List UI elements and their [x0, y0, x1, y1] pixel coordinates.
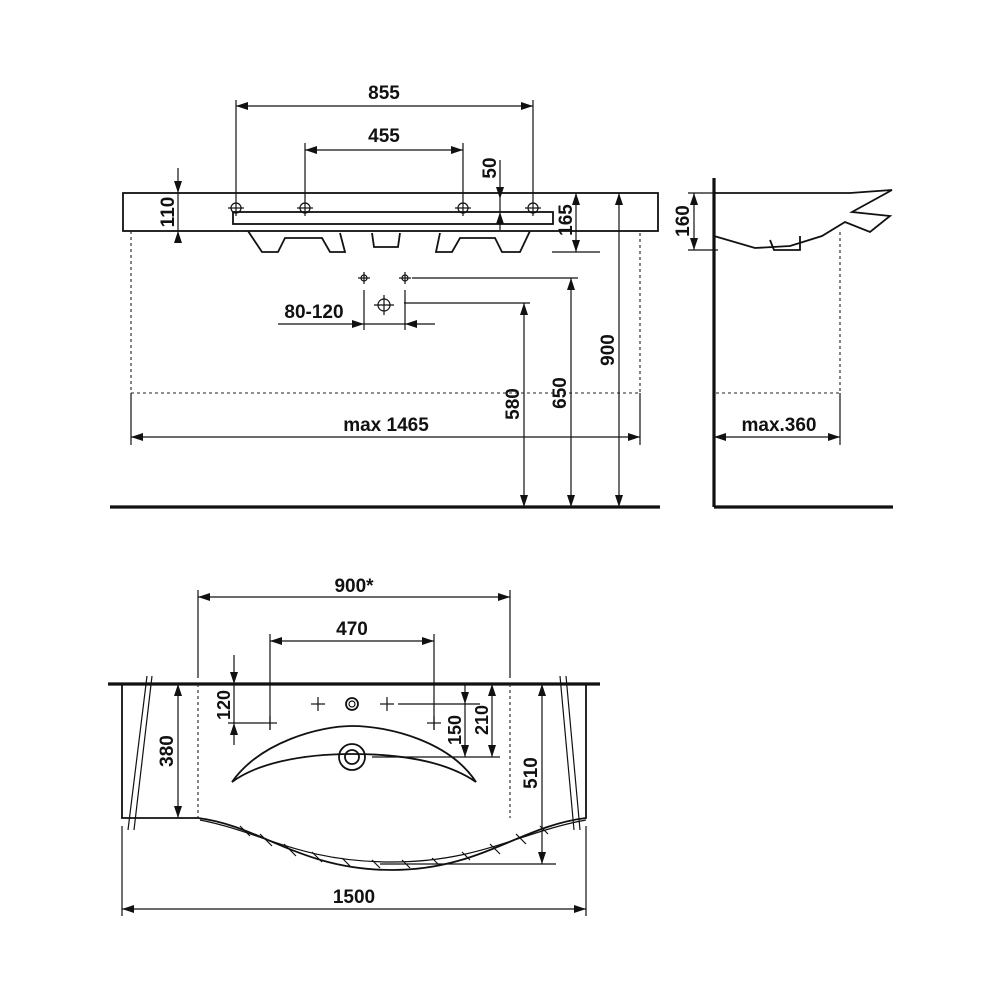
tap-hole-markers	[228, 200, 541, 216]
dim-120: 120	[214, 690, 234, 720]
basin-top-channel	[232, 211, 554, 225]
dim-150: 150	[445, 715, 465, 745]
dim-510: 510	[521, 757, 542, 789]
top-bowl-opening	[231, 725, 477, 783]
dim-855: 855	[368, 83, 400, 104]
front-view: 855 455 50 110 165	[110, 83, 660, 509]
dim-165: 165	[556, 204, 577, 236]
break-line-right	[559, 675, 581, 831]
dim-max-1465: max 1465	[343, 415, 429, 436]
dim-470: 470	[336, 619, 368, 640]
top-cabinet-outline	[197, 684, 511, 818]
drain-marker	[374, 295, 394, 315]
dim-210: 210	[472, 705, 492, 735]
dim-650: 650	[550, 377, 571, 409]
dim-50: 50	[480, 157, 501, 178]
dim-900-star: 900*	[334, 576, 374, 597]
dim-max-360: max.360	[741, 415, 816, 436]
top-tap-hole	[345, 697, 359, 711]
dim-1500: 1500	[333, 887, 375, 908]
side-basin-profile	[713, 189, 893, 249]
top-basin-front-curve	[199, 819, 587, 863]
cabinet-outline	[130, 231, 641, 394]
top-view: 900* 470 120 150 210 380 5	[108, 576, 600, 916]
dim-80-120: 80-120	[284, 302, 343, 323]
break-line-left	[127, 675, 153, 831]
supply-pipe-markers	[358, 272, 411, 284]
dim-380: 380	[157, 735, 178, 767]
dim-160: 160	[673, 205, 694, 237]
top-slab-outline	[121, 684, 587, 871]
dim-455: 455	[368, 126, 400, 147]
countertop-slab	[122, 192, 659, 232]
side-cabinet-outline	[714, 232, 841, 394]
dim-110: 110	[158, 197, 179, 228]
top-optional-hole-markers	[263, 697, 441, 730]
side-view: 160 max.360	[673, 178, 893, 509]
side-drain	[769, 236, 801, 251]
dim-900: 900	[598, 334, 619, 366]
top-drain	[338, 743, 366, 771]
basin-bowl	[247, 230, 531, 253]
dim-580: 580	[503, 388, 524, 420]
